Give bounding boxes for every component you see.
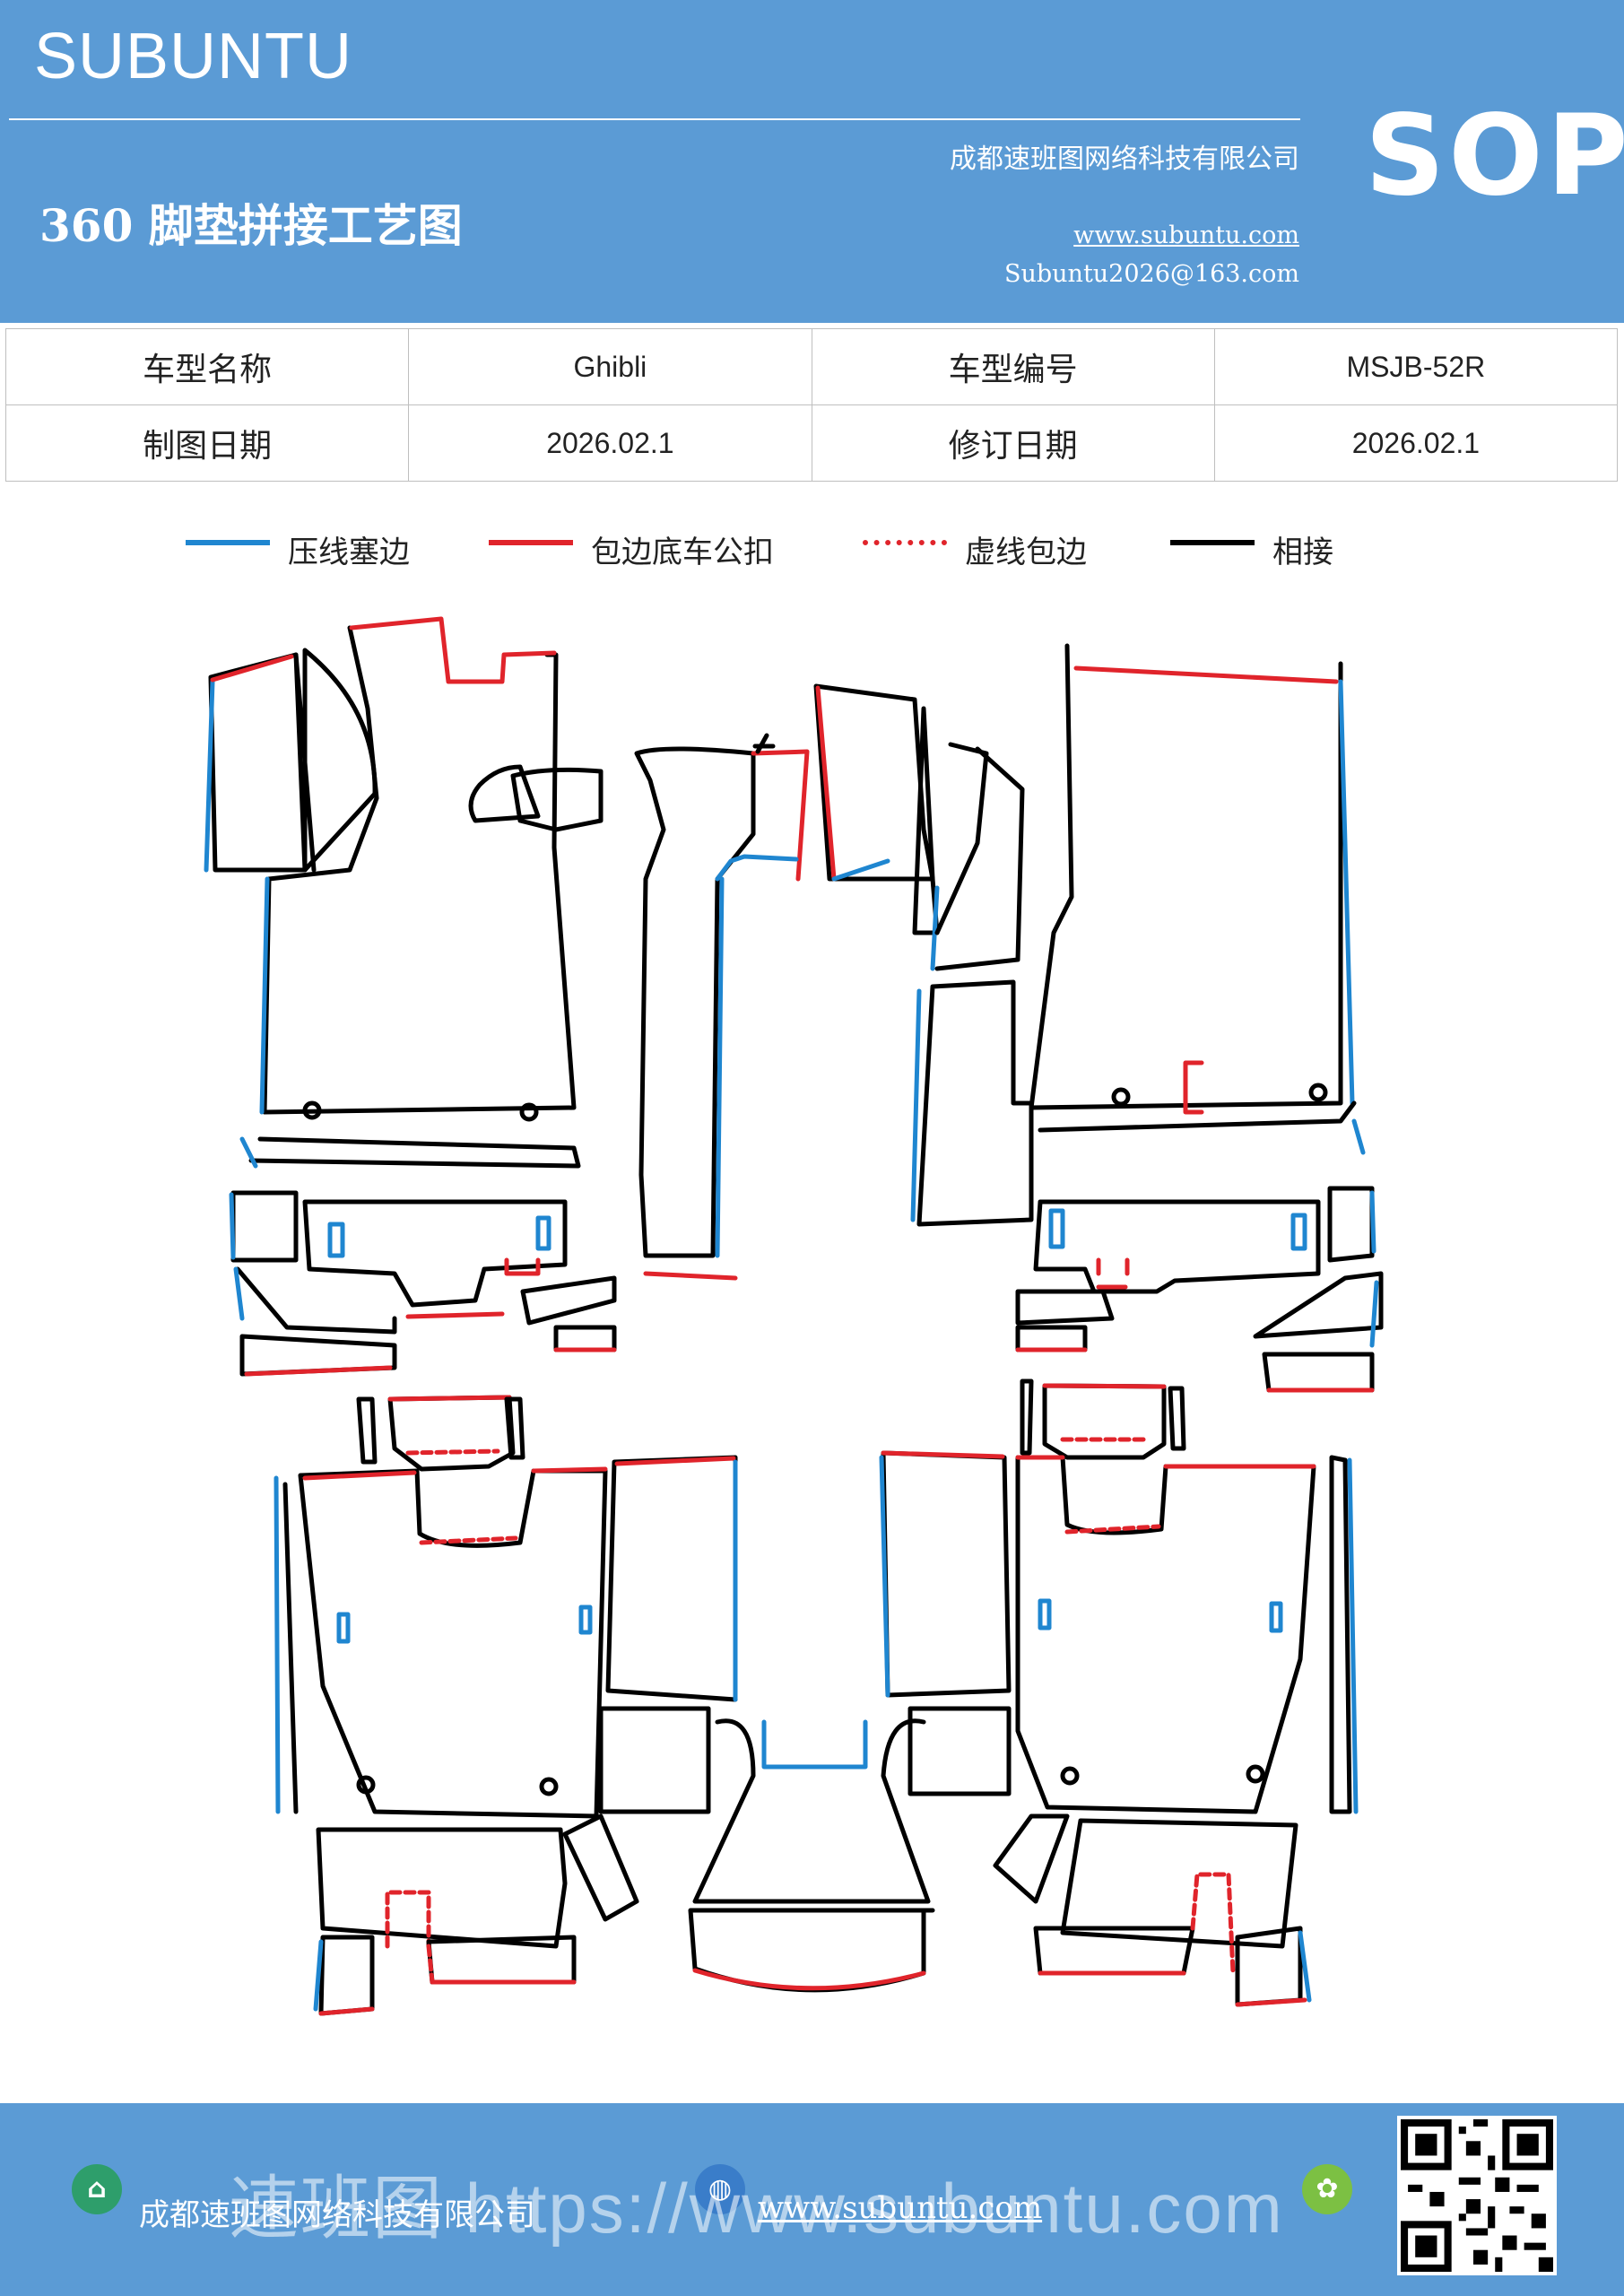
footer-company: 成都速班图网络科技有限公司 <box>139 2197 535 2233</box>
front-center-left-pieces <box>468 733 810 1281</box>
rear-left-mat <box>274 1395 738 2016</box>
globe-icon: ◍ <box>695 2164 745 2214</box>
sop-badge: SOP <box>1365 91 1624 221</box>
legend-label: 相接 <box>1272 535 1333 570</box>
rear-center-tunnel <box>688 1718 935 1993</box>
website-link[interactable]: www.subuntu.com <box>1073 222 1299 249</box>
model-code-value: MSJB-52R <box>1213 328 1619 405</box>
rear-right-mat <box>879 1378 1359 2007</box>
legend-swatch <box>863 540 947 545</box>
revise-date-label: 修订日期 <box>811 404 1215 482</box>
company-name: 成都速班图网络科技有限公司 <box>950 144 1299 175</box>
legend-label: 包边底车公扣 <box>591 535 774 570</box>
draw-date-label: 制图日期 <box>4 404 410 482</box>
front-left-mat <box>204 616 617 1377</box>
legend-swatch <box>186 540 270 545</box>
brand-logo-text: SUBUNTU <box>34 21 353 92</box>
contact-email[interactable]: Subuntu2026@163.com <box>1004 260 1299 288</box>
qr-code-icon[interactable] <box>1397 2116 1557 2275</box>
line-legend: 压线塞边 包边底车公扣 虚线包边 相接 <box>0 527 1624 572</box>
legend-swatch <box>489 540 573 545</box>
qr-code-graphic <box>1401 2119 1553 2272</box>
vehicle-info-table: 车型名称 Ghibli 车型编号 MSJB-52R 制图日期 2026.02.1… <box>4 328 1619 482</box>
revise-date-value: 2026.02.1 <box>1213 404 1619 482</box>
front-right-mat <box>813 643 1384 1393</box>
header-banner: SUBUNTU 成都速班图网络科技有限公司 360 脚垫拼接工艺图 www.su… <box>0 0 1624 323</box>
table-row: 制图日期 2026.02.1 修订日期 2026.02.1 <box>4 404 1619 482</box>
header-divider <box>9 118 1300 120</box>
legend-label: 虚线包边 <box>965 535 1087 570</box>
model-name-label: 车型名称 <box>4 328 410 405</box>
model-code-label: 车型编号 <box>811 328 1215 405</box>
draw-date-value: 2026.02.1 <box>408 404 812 482</box>
footer-website[interactable]: www.subuntu.com <box>758 2190 1043 2226</box>
wechat-icon: ✿ <box>1302 2164 1352 2214</box>
footer-watermark: 速班图 https://www.subuntu.com <box>229 2169 1284 2248</box>
legend-label: 压线塞边 <box>288 535 410 570</box>
floor-mat-diagram <box>204 616 1384 2016</box>
legend-swatch <box>1170 540 1255 545</box>
footer-banner: ⌂ 成都速班图网络科技有限公司 ◍ www.subuntu.com ✿ 速班图 … <box>0 2103 1624 2296</box>
model-name-value: Ghibli <box>408 328 812 405</box>
page-title: 360 脚垫拼接工艺图 <box>39 199 463 252</box>
building-icon: ⌂ <box>72 2164 122 2214</box>
table-row: 车型名称 Ghibli 车型编号 MSJB-52R <box>4 328 1619 405</box>
